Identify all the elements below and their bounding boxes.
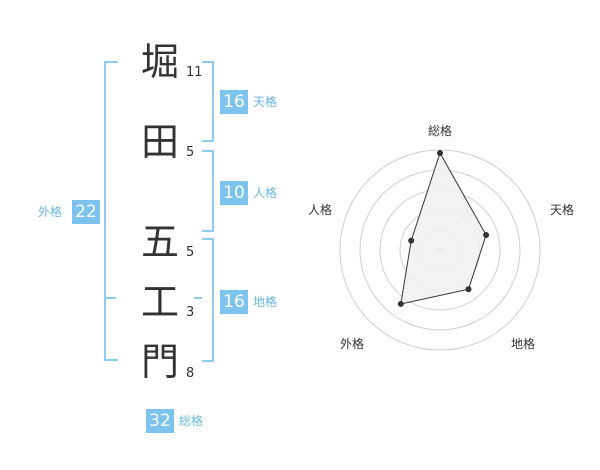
gaikaku-bracket-divider [106, 297, 116, 299]
radar-point-1 [483, 232, 490, 239]
gaikaku-value: 22 [72, 200, 100, 224]
name-char-5: 門 [140, 340, 179, 384]
tenkaku-bracket [202, 61, 214, 142]
radar-label-tenkaku: 天格 [550, 203, 575, 217]
gaikaku-label: 外格 [38, 205, 63, 219]
stroke-count-1: 11 [186, 65, 203, 80]
name-char-4: 工 [140, 280, 179, 324]
radar-point-4 [408, 237, 415, 244]
name-char-3: 五 [140, 220, 179, 264]
jinkaku-label: 人格 [253, 186, 278, 200]
chikaku-bracket [202, 238, 214, 362]
tenkaku-label: 天格 [253, 95, 278, 109]
name-char-1: 堀 [140, 40, 179, 84]
radar-label-chikaku: 地格 [511, 337, 536, 351]
tenkaku-value: 16 [220, 90, 248, 114]
radar-polygon [400, 151, 487, 305]
radar-label-jinkaku: 人格 [308, 203, 333, 217]
radar-point-3 [397, 300, 404, 307]
radar-point-0 [437, 150, 443, 157]
radar-point-2 [465, 286, 472, 293]
chikaku-value: 16 [220, 290, 248, 314]
jinkaku-value: 10 [220, 181, 248, 205]
name-char-2: 田 [140, 120, 179, 164]
stroke-count-4: 3 [186, 305, 195, 320]
radar-label-soukaku: 総格 [428, 124, 453, 138]
jinkaku-bracket [202, 150, 214, 232]
soukaku-value: 32 [146, 409, 174, 433]
radar-grid-circle [339, 149, 541, 351]
radar-label-gaikaku: 外格 [340, 337, 365, 351]
chikaku-bracket-divider [194, 297, 202, 299]
stroke-count-3: 5 [186, 245, 195, 260]
chikaku-label: 地格 [253, 295, 278, 309]
outer-left-bracket [104, 61, 118, 361]
soukaku-label: 総格 [179, 414, 204, 428]
stroke-count-5: 8 [186, 366, 195, 381]
stroke-count-2: 5 [186, 145, 195, 160]
